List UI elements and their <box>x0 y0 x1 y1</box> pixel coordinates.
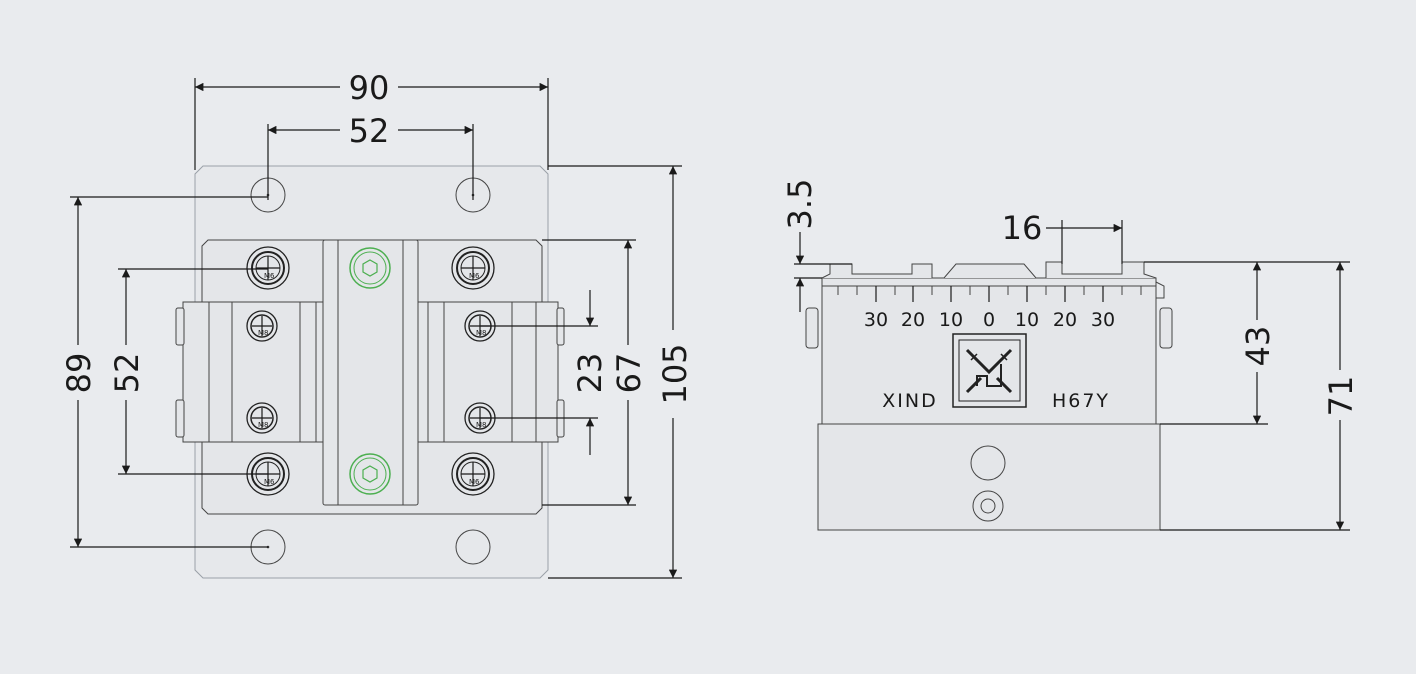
dim-label: 89 <box>60 353 98 394</box>
dim-label: 52 <box>108 353 146 394</box>
scale-label: 20 <box>1053 309 1077 331</box>
scale-label: 20 <box>901 309 925 331</box>
m6-screws: M6 M6 M6 <box>246 246 495 496</box>
hex-socket-screws <box>349 247 391 495</box>
dim-label: 16 <box>1002 209 1043 247</box>
xind-logo-icon <box>952 333 1027 408</box>
scale-label: 10 <box>1015 309 1039 331</box>
m8-label: M8 <box>258 421 269 429</box>
m6-label: M6 <box>264 478 275 486</box>
dim-side-16: 16 <box>1002 209 1123 264</box>
dim-side-71: 71 <box>1160 261 1360 531</box>
dim-label: 43 <box>1239 326 1277 367</box>
dim-label: 67 <box>610 353 648 394</box>
scale-label: 0 <box>983 309 995 331</box>
model-label: H67Y <box>1052 390 1110 412</box>
scale-label: 30 <box>1091 309 1115 331</box>
scale-label: 10 <box>939 309 963 331</box>
side-top-profile <box>821 261 1157 279</box>
front-view: M6 M6 M6 <box>60 69 694 579</box>
dim-side-43: 43 <box>1144 261 1277 425</box>
m6-label: M6 <box>264 272 275 280</box>
side-hole <box>970 445 1006 481</box>
dim-mid-67: 67 <box>542 239 648 506</box>
side-hole <box>972 490 1004 522</box>
dim-inner-52: 52 <box>108 268 268 475</box>
dim-label: 23 <box>571 353 609 394</box>
dim-side-3.5: 3.5 <box>781 179 852 312</box>
side-jaws <box>175 301 565 443</box>
scale-labels: 30 20 10 0 10 20 30 <box>864 309 1115 331</box>
m6-label: M6 <box>469 478 480 486</box>
brand-label: XIND <box>882 390 937 412</box>
dim-width-90: 90 <box>194 69 549 170</box>
side-view: 30 20 10 0 10 20 30 XIND H67Y 3.5 <box>781 179 1360 531</box>
dim-label: 71 <box>1322 376 1360 417</box>
dim-total-105: 105 <box>548 165 694 579</box>
dim-height-89: 89 <box>60 196 268 548</box>
m8-label: M8 <box>476 329 487 337</box>
dim-label: 90 <box>349 69 390 107</box>
dim-label: 52 <box>349 112 390 150</box>
m8-label: M8 <box>258 329 269 337</box>
dim-hole-spacing-52: 52 <box>267 112 474 200</box>
scale-label: 30 <box>864 309 888 331</box>
dim-label: 105 <box>656 343 694 404</box>
m8-label: M8 <box>476 421 487 429</box>
side-base <box>817 423 1161 531</box>
center-bar <box>322 239 419 506</box>
dim-small-23: 23 <box>480 290 609 455</box>
dim-label: 3.5 <box>781 179 819 230</box>
m6-label: M6 <box>469 272 480 280</box>
scale-ticks <box>837 286 1142 302</box>
